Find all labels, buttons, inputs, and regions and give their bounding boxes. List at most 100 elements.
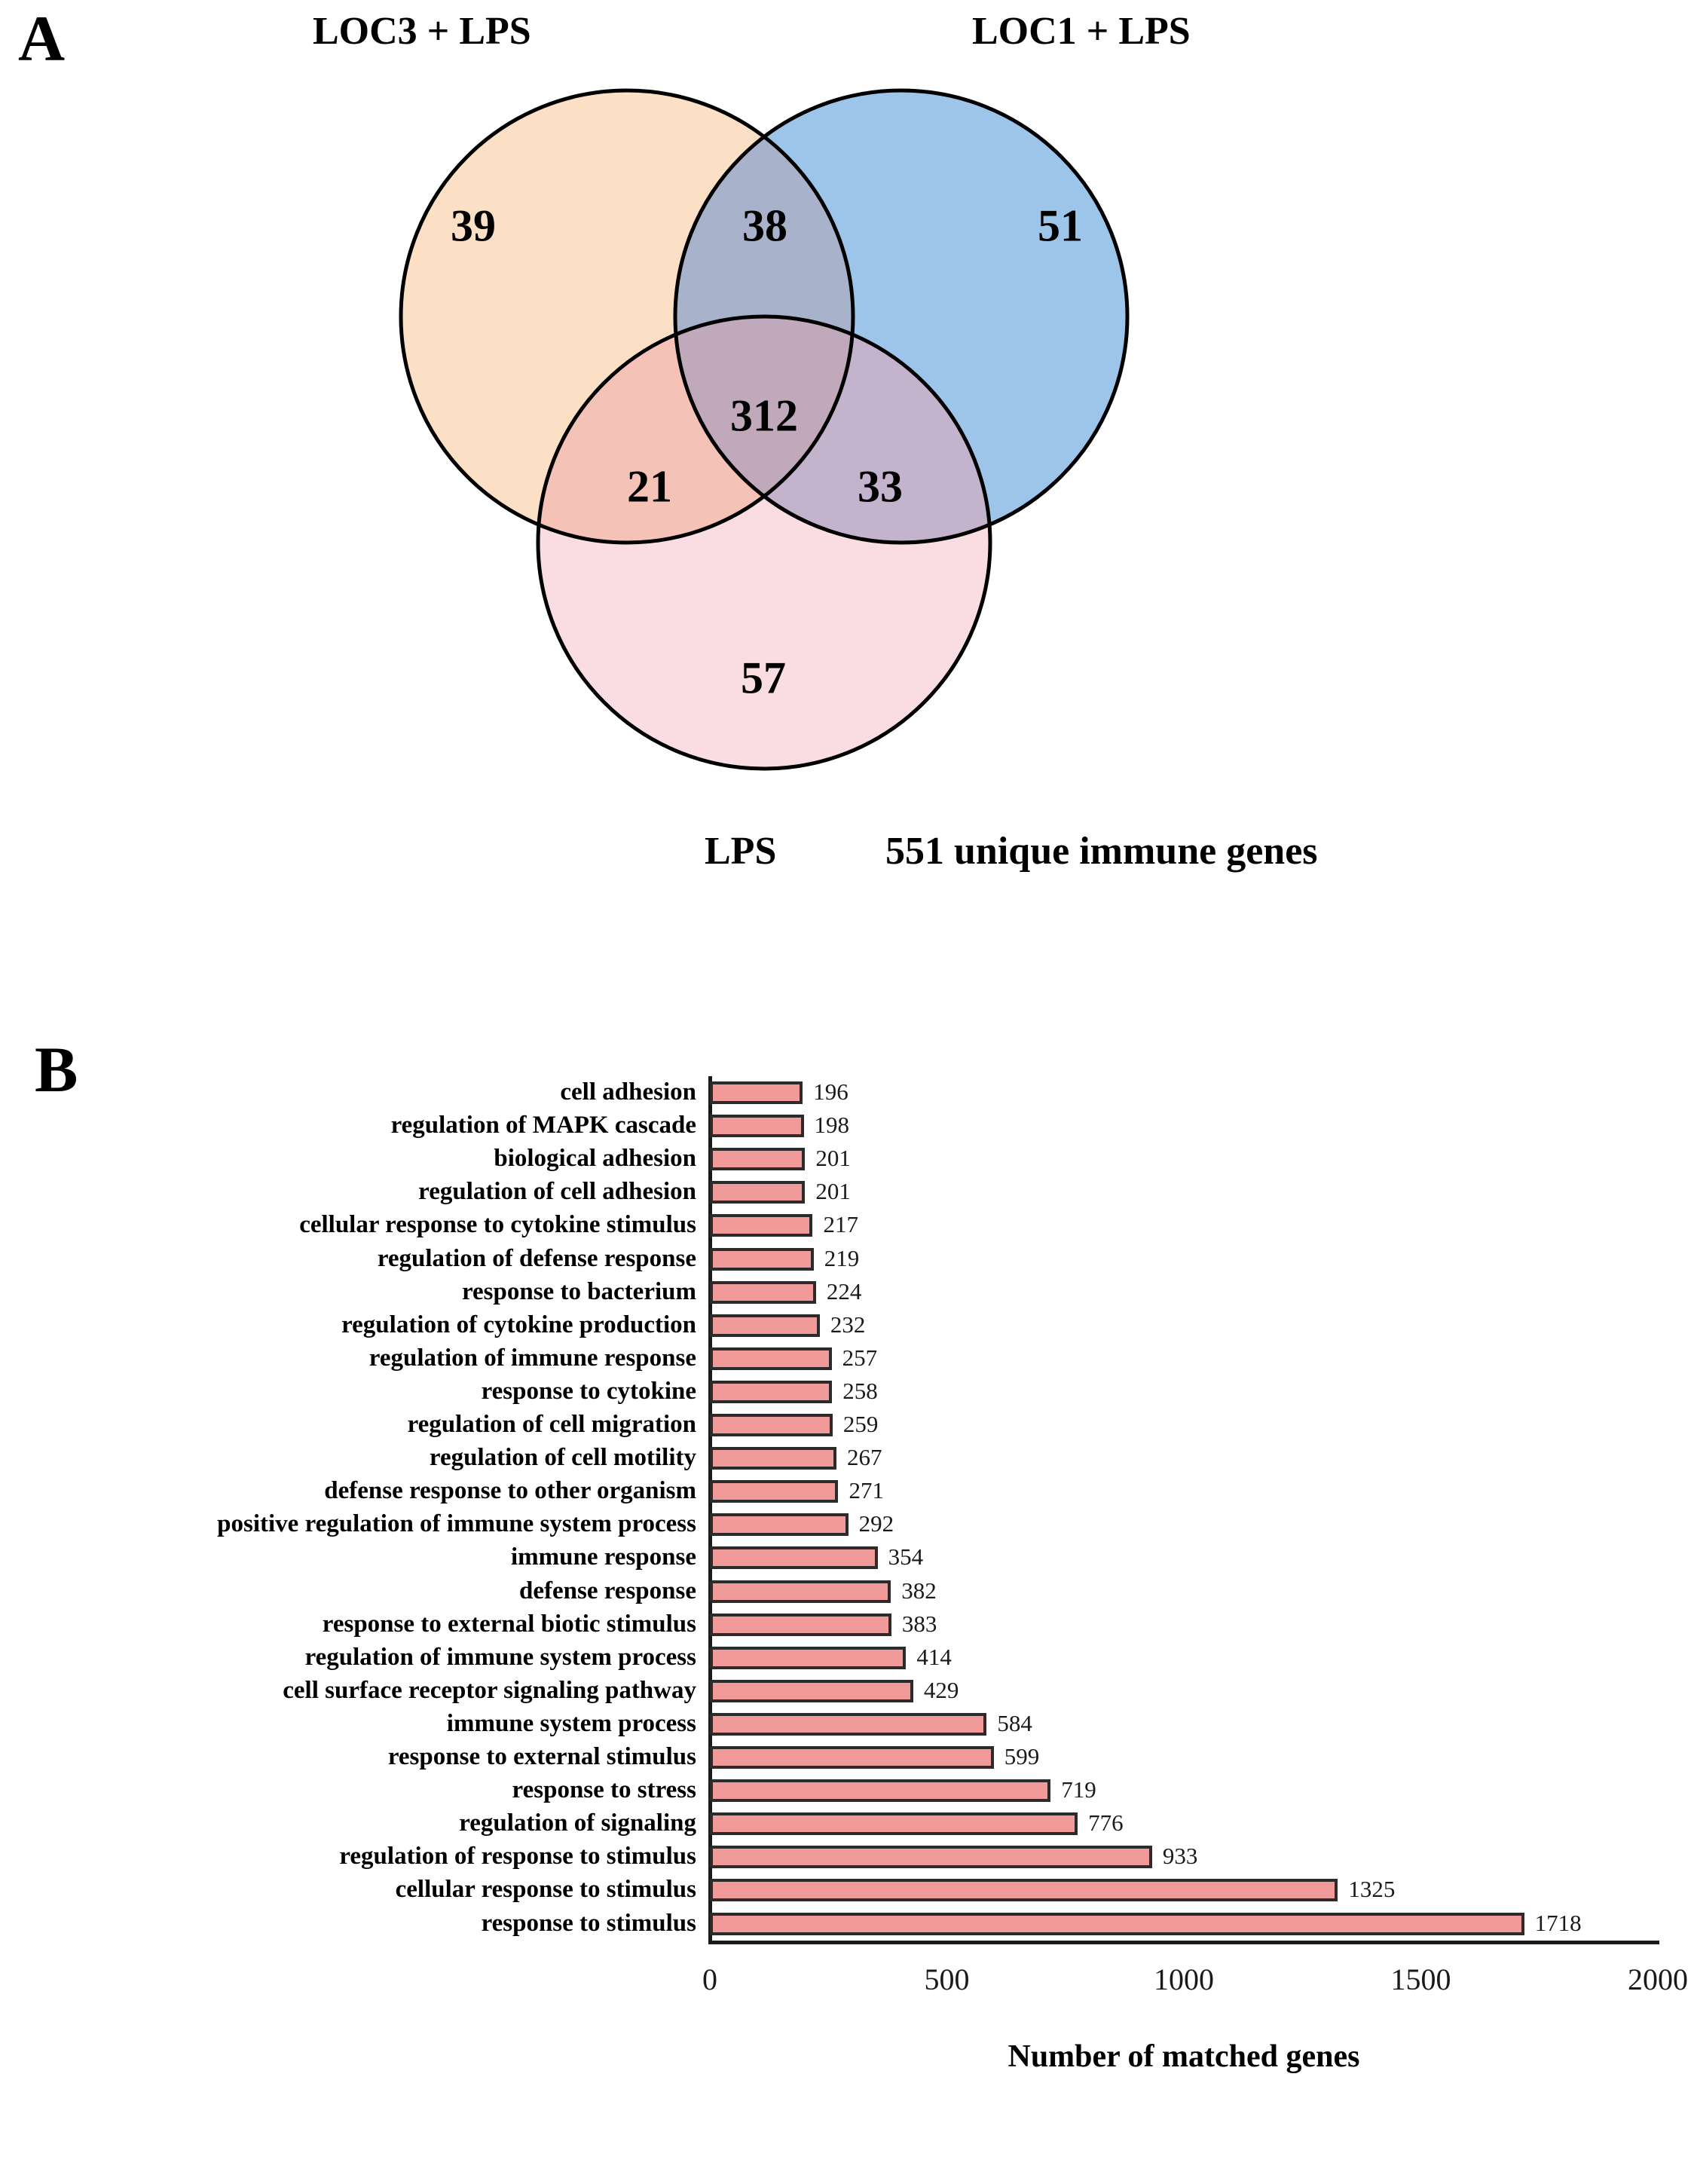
bar-value-label: 198: [814, 1112, 850, 1139]
venn-diagram: [399, 88, 1130, 771]
bar: [710, 1314, 820, 1337]
category-label: regulation of immune system process: [304, 1643, 696, 1671]
bar-value-label: 933: [1162, 1843, 1198, 1870]
bar: [710, 1679, 913, 1702]
venn-count-lps-only: 57: [741, 653, 786, 703]
bar-value-label: 1325: [1348, 1876, 1396, 1903]
category-label: defense response to other organism: [324, 1477, 696, 1505]
category-label: cellular response to cytokine stimulus: [299, 1211, 696, 1239]
bar-value-label: 267: [846, 1444, 882, 1471]
category-label: regulation of cell migration: [407, 1411, 696, 1439]
venn-count-loc1-lps: 33: [858, 461, 903, 512]
category-label: response to bacterium: [461, 1277, 696, 1305]
bar-value-label: 429: [923, 1676, 959, 1703]
bar: [710, 1081, 803, 1105]
bar: [710, 1447, 836, 1470]
category-label: regulation of defense response: [377, 1244, 696, 1272]
bar-value-label: 258: [842, 1377, 878, 1404]
bar-value-label: 584: [997, 1709, 1032, 1736]
bar-value-label: 217: [823, 1211, 858, 1238]
panel-a-venn: A LOC3 + LPS LOC1 + LPS: [0, 0, 1694, 950]
bar-value-label: 1718: [1534, 1909, 1582, 1936]
category-label: regulation of immune response: [368, 1344, 696, 1372]
category-label: response to external stimulus: [387, 1743, 696, 1771]
category-label: cellular response to stimulus: [395, 1876, 696, 1904]
bar-value-label: 224: [826, 1277, 862, 1305]
bar: [710, 1879, 1338, 1902]
bar-value-label: 719: [1061, 1776, 1096, 1803]
bar: [710, 1347, 832, 1370]
bar-value-label: 776: [1088, 1809, 1124, 1837]
bar: [710, 1912, 1524, 1935]
bar: [710, 1214, 813, 1237]
category-label: regulation of MAPK cascade: [390, 1112, 696, 1139]
venn-count-loc3-loc1: 38: [742, 200, 787, 251]
bar-value-label: 414: [916, 1643, 952, 1670]
x-tick-label: 0: [702, 1962, 717, 1996]
category-label: response to stress: [512, 1776, 696, 1804]
category-label: regulation of response to stimulus: [339, 1843, 696, 1870]
venn-overlap-loc1-lps: [675, 317, 990, 543]
category-label: response to cytokine: [481, 1377, 696, 1405]
bar-value-label: 219: [824, 1244, 860, 1271]
bar-value-label: 201: [815, 1178, 851, 1205]
x-axis-line: [708, 1940, 1659, 1944]
venn-count-all-three: 312: [730, 390, 798, 441]
category-label: immune system process: [446, 1709, 696, 1737]
category-label: cell surface receptor signaling pathway: [283, 1676, 696, 1704]
bar-value-label: 292: [858, 1510, 894, 1537]
category-label: regulation of cytokine production: [341, 1311, 696, 1338]
x-tick-label: 500: [924, 1962, 970, 1996]
venn-title-loc1: LOC1 + LPS: [972, 10, 1191, 53]
bar-value-label: 271: [849, 1477, 884, 1504]
bar: [710, 1779, 1051, 1803]
bar-value-label: 257: [842, 1344, 878, 1371]
bar-value-label: 201: [815, 1145, 851, 1172]
y-axis-line: [708, 1076, 712, 1941]
venn-title-lps: LPS: [705, 830, 777, 873]
bar: [710, 1480, 839, 1503]
venn-total-caption: 551 unique immune genes: [885, 830, 1318, 873]
x-tick-label: 2000: [1628, 1962, 1688, 1996]
venn-title-loc3: LOC3 + LPS: [313, 10, 531, 53]
category-label: immune response: [511, 1543, 696, 1571]
x-tick-label: 1000: [1154, 1962, 1214, 1996]
panel-b-letter: B: [35, 1033, 78, 1106]
bar: [710, 1513, 849, 1537]
category-label: biological adhesion: [494, 1145, 696, 1173]
bar-value-label: 383: [901, 1610, 937, 1637]
bar: [710, 1712, 987, 1736]
venn-count-loc3-lps: 21: [627, 461, 672, 512]
category-label: regulation of signaling: [459, 1809, 696, 1837]
bar-value-label: 382: [901, 1577, 937, 1604]
bar: [710, 1746, 994, 1770]
bar-value-label: 354: [888, 1543, 924, 1571]
bar: [710, 1115, 804, 1138]
panel-a-letter: A: [18, 2, 66, 75]
bar: [710, 1812, 1078, 1836]
venn-count-loc3-only: 39: [451, 200, 496, 251]
x-axis-title: Number of matched genes: [1008, 2039, 1360, 2074]
venn-count-loc1-only: 51: [1038, 200, 1083, 251]
bar: [710, 1247, 814, 1271]
category-label: response to stimulus: [481, 1909, 696, 1937]
bar-value-label: 599: [1004, 1743, 1040, 1770]
bar-value-label: 196: [813, 1078, 849, 1106]
category-label: regulation of cell adhesion: [418, 1178, 696, 1206]
category-label: defense response: [519, 1577, 696, 1604]
bar: [710, 1846, 1152, 1869]
bar: [710, 1646, 907, 1669]
venn-overlap-loc3-lps: [538, 317, 853, 543]
bar: [710, 1181, 806, 1204]
x-tick-label: 1500: [1390, 1962, 1451, 1996]
bar: [710, 1148, 806, 1171]
bar: [710, 1546, 878, 1570]
bar: [710, 1613, 891, 1636]
bar: [710, 1580, 891, 1603]
bar: [710, 1380, 833, 1403]
category-label: regulation of cell motility: [429, 1444, 696, 1472]
bar-value-label: 232: [830, 1311, 866, 1338]
bar-value-label: 259: [842, 1411, 879, 1438]
